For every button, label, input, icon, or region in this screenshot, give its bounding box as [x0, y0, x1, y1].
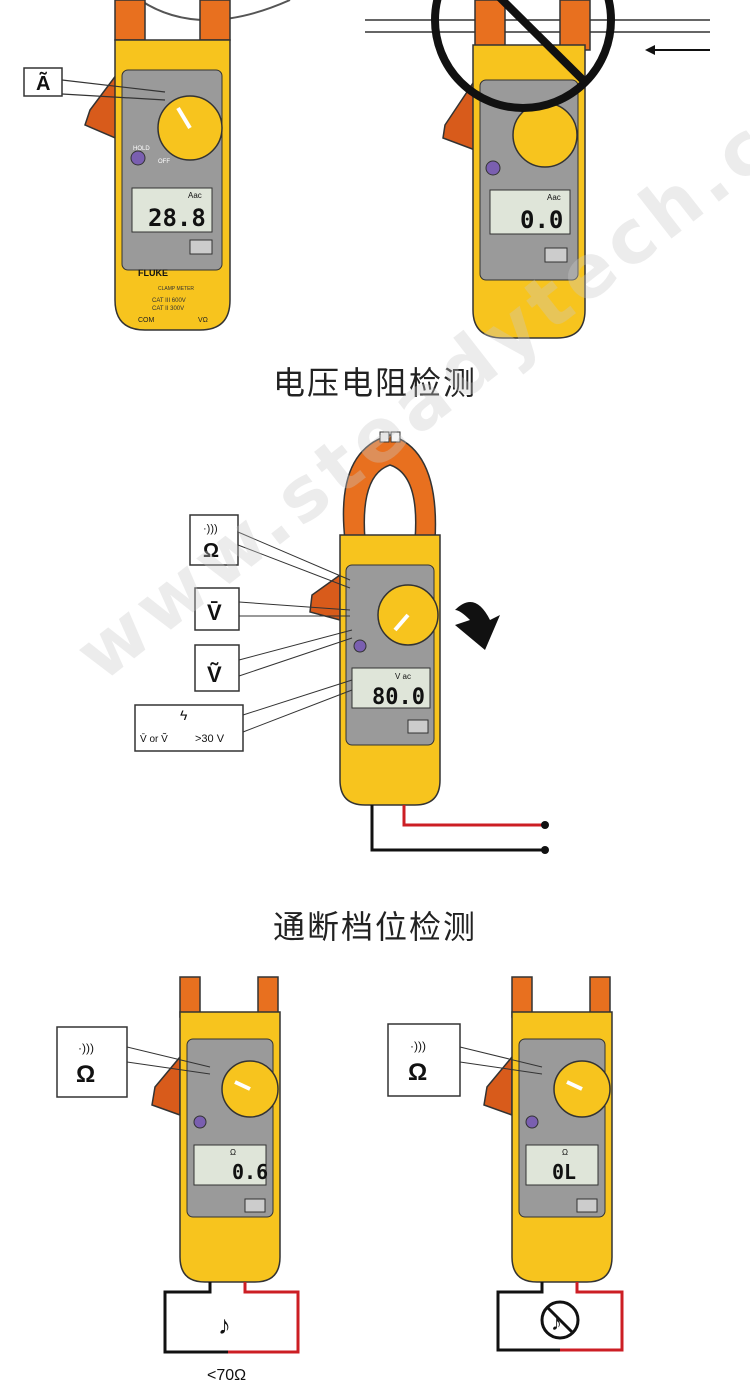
no-sound-icon: ♪: [540, 1300, 580, 1340]
hold-label: HOLD: [133, 146, 150, 152]
lcd-unit-bottom-right: Ω: [562, 1148, 568, 1157]
music-note-icon: ♪: [218, 1310, 231, 1340]
off-label: OFF: [158, 159, 170, 165]
callout-ac-volt: Ṽ: [207, 662, 222, 687]
callout-ohm: Ω: [203, 540, 219, 562]
lcd-reading-middle: 80.0: [372, 685, 425, 710]
com-label: COM: [138, 317, 155, 324]
callout-warning-sub: V̄ or Ṽ: [140, 732, 168, 745]
callout-ohm-left: Ω: [76, 1061, 95, 1088]
callout-ohm-right: Ω: [408, 1059, 427, 1086]
sound-icon-left: ·))): [78, 1041, 94, 1055]
sound-icon: ·))): [203, 523, 218, 535]
lightning-icon: ϟ: [180, 707, 188, 723]
lcd-unit-top-left: Aac: [188, 191, 202, 200]
clamp-meter-bottom-left: Ω 0.6: [151, 976, 281, 1283]
lcd-reading-bottom-right: 0L: [552, 1160, 576, 1184]
model-subtitle: CLAMP METER: [158, 286, 194, 292]
clamp-meter-middle: V ac 80.0: [309, 431, 441, 806]
brand-label: FLUKE: [138, 268, 168, 278]
prohibition-icon: [431, 0, 615, 112]
lcd-unit-top-right: Aac: [547, 193, 561, 202]
cat-line1: CAT III 600V: [152, 298, 186, 304]
lcd-unit-bottom-left: Ω: [230, 1148, 236, 1157]
sound-icon-right: ·))): [410, 1039, 426, 1053]
callout-warning-text: >30 V: [195, 733, 225, 745]
vohm-label: VΩ: [198, 317, 208, 324]
lcd-unit-middle: V ac: [395, 672, 411, 681]
callout-current-label: Ã: [36, 72, 50, 95]
lcd-reading-top-left: 28.8: [148, 204, 206, 232]
middle-illustration: V ac 80.0 ·))) Ω V̄ Ṽ ϟ V̄ or Ṽ >30 V: [134, 431, 549, 854]
section-title-voltage-resistance: 电压电阻检测: [272, 364, 477, 402]
lcd-reading-bottom-left: 0.6: [232, 1160, 268, 1184]
section-title-continuity: 通断档位检测: [272, 908, 477, 946]
threshold-label: <70Ω: [207, 1367, 246, 1384]
clamp-meter-top-left: HOLD OFF Aac 28.8 FLUKE CLAMP METER CAT …: [84, 0, 291, 331]
clamp-meter-bottom-right: Ω 0L: [483, 976, 613, 1283]
cat-line2: CAT II 300V: [152, 306, 184, 312]
bottom-illustration: Ω 0.6 ·))) Ω ♪ <70Ω Ω 0L ·))): [56, 976, 624, 1384]
rotate-arrow-icon: [455, 602, 500, 650]
callout-dc-volt: V̄: [207, 600, 222, 625]
clamp-meter-top-right: Aac 0.0: [442, 0, 591, 339]
lcd-reading-top-right: 0.0: [520, 206, 563, 234]
top-illustration: HOLD OFF Aac 28.8 FLUKE CLAMP METER CAT …: [23, 0, 710, 339]
svg-text:♪: ♪: [551, 1310, 562, 1335]
